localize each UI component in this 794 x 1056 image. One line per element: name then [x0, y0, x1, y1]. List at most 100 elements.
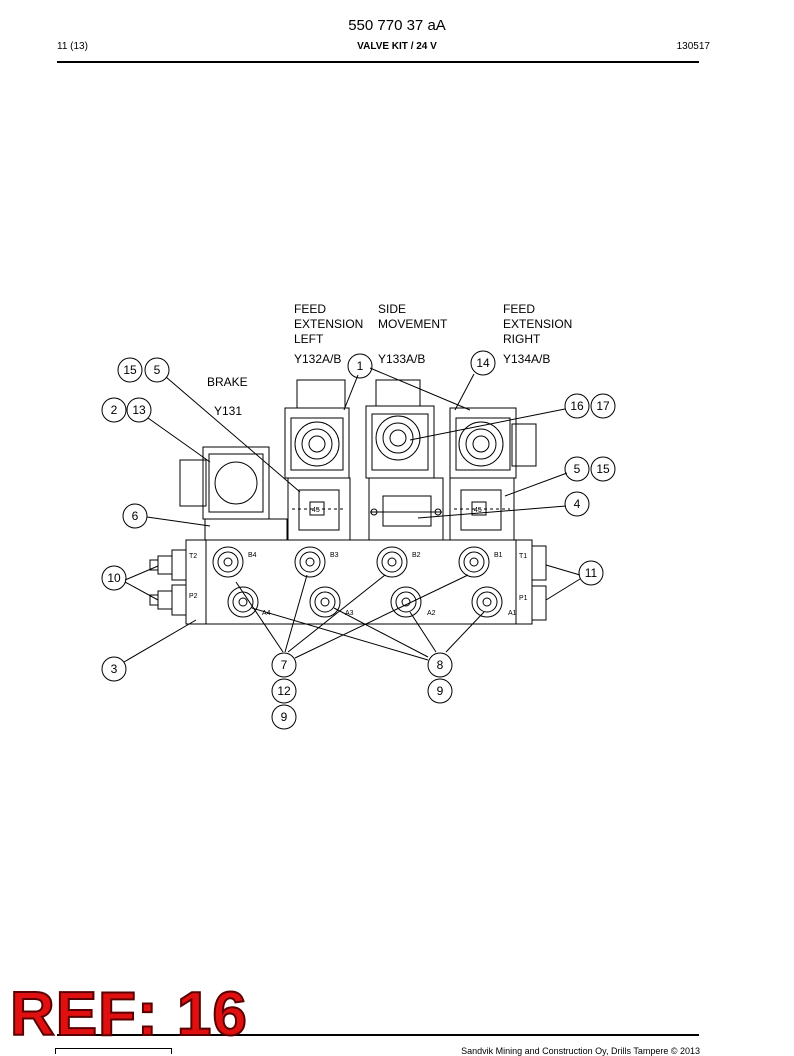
brake-coil-cap — [214, 461, 258, 505]
balloon-text-11: 11 — [585, 566, 598, 580]
leader-8-a2 — [409, 611, 437, 653]
port-label-t1: T1 — [519, 553, 527, 560]
label-feed-right-2: EXTENSION — [503, 317, 572, 331]
left-solenoid-top — [296, 379, 346, 409]
leader-5-right — [504, 472, 568, 497]
balloon-4 — [564, 491, 590, 517]
label-feed-left-1: FEED — [294, 302, 326, 316]
balloon-12 — [271, 678, 297, 704]
copyright-notice: Sandvik Mining and Construction Oy, Dril… — [461, 1046, 700, 1056]
port-b2-mid — [381, 551, 403, 573]
balloon-13 — [126, 397, 152, 423]
leader-16 — [409, 408, 566, 441]
balloon-text-17: 17 — [596, 399, 610, 413]
port-a1-mid — [476, 591, 498, 613]
drawing-geometry — [101, 350, 616, 730]
leader-4 — [417, 505, 567, 519]
balloon-text-12: 12 — [277, 684, 291, 698]
port-label-b1: B1 — [494, 552, 503, 559]
leader-7-b3 — [284, 574, 308, 653]
balloon-5-top — [144, 357, 170, 383]
port-label-p1: P1 — [519, 595, 528, 602]
port-label-t2: T2 — [189, 553, 197, 560]
balloon-text-13: 13 — [132, 403, 146, 417]
fitting-t1-nut — [531, 545, 547, 581]
label-feed-right-3: RIGHT — [503, 332, 541, 346]
leader-7-b4 — [235, 581, 284, 653]
label-feed-left-2: EXTENSION — [294, 317, 363, 331]
right-coil-ring-outer — [458, 421, 504, 467]
label-y133: Y133A/B — [378, 352, 425, 366]
centre-solenoid-top — [375, 379, 421, 407]
fitting-p2-body — [157, 590, 173, 610]
balloon-15-top — [117, 357, 143, 383]
centre-valve-left-end — [370, 508, 378, 516]
leader-8-a4 — [251, 607, 429, 661]
balloon-9-right — [427, 678, 453, 704]
port-a1-outer — [471, 586, 503, 618]
right-coil-ring-inner — [472, 435, 490, 453]
leader-7-b2 — [287, 574, 386, 653]
port-a2-mid — [395, 591, 417, 613]
port-a2-outer — [390, 586, 422, 618]
label-brake: BRAKE — [207, 375, 248, 389]
fitting-t2-nut — [171, 549, 187, 581]
label-feed-right-1: FEED — [503, 302, 535, 316]
brake-valve-base — [204, 518, 288, 541]
port-b3-inner — [305, 557, 315, 567]
balloon-text-9-right: 9 — [437, 684, 444, 698]
balloon-text-5-right: 5 — [574, 462, 581, 476]
leader-14 — [454, 373, 475, 411]
port-b4-inner — [223, 557, 233, 567]
port-a3-inner — [320, 597, 330, 607]
balloon-6 — [122, 503, 148, 529]
leader-6 — [146, 516, 211, 527]
fitting-p2-nut — [171, 584, 187, 616]
port-label-a1: A1 — [508, 610, 517, 617]
leader-7-b1 — [294, 574, 469, 659]
left-coil-ring-inner — [308, 435, 326, 453]
logo-fragment — [55, 1048, 172, 1054]
balloon-8 — [427, 652, 453, 678]
right-solenoid-connector — [511, 423, 537, 467]
left-solenoid-face — [290, 417, 344, 471]
port-b1-inner — [469, 557, 479, 567]
balloon-text-9-left: 9 — [281, 710, 288, 724]
balloon-text-14: 14 — [476, 356, 490, 370]
balloon-text-1: 1 — [357, 359, 364, 373]
balloon-14 — [470, 350, 496, 376]
document-title: VALVE KIT / 24 V — [357, 41, 437, 52]
fitting-p1-nut — [531, 585, 547, 621]
leader-8-a3 — [333, 607, 429, 658]
balloon-10 — [101, 565, 127, 591]
leader-11-p1 — [545, 578, 581, 601]
label-side-2: MOVEMENT — [378, 317, 448, 331]
centre-solenoid-face — [371, 413, 429, 471]
brake-coil-body — [202, 446, 270, 520]
balloon-text-4: 4 — [574, 497, 581, 511]
port-a2-inner — [401, 597, 411, 607]
port-b2-outer — [376, 546, 408, 578]
leader-5-brake — [165, 376, 301, 493]
balloon-text-6: 6 — [132, 509, 139, 523]
balloon-9-left — [271, 704, 297, 730]
port-b3-outer — [294, 546, 326, 578]
port-label-p2: P2 — [189, 593, 198, 600]
page-number: 11 (13) — [57, 41, 88, 52]
label-feed-left-3: LEFT — [294, 332, 324, 346]
document-date: 130517 — [676, 41, 710, 52]
balloon-text-7: 7 — [281, 658, 288, 672]
port-b4-outer — [212, 546, 244, 578]
balloon-17 — [590, 393, 616, 419]
port-b1-mid — [463, 551, 485, 573]
port-label-b3: B3 — [330, 552, 339, 559]
balloon-text-2: 2 — [111, 403, 118, 417]
port-label-a4: A4 — [262, 610, 271, 617]
right-coil-ring-mid — [465, 428, 497, 460]
balloon-1 — [347, 353, 373, 379]
balloon-15-right — [590, 456, 616, 482]
footer-rule — [57, 1034, 699, 1036]
balloon-text-16: 16 — [570, 399, 584, 413]
balloon-16 — [564, 393, 590, 419]
